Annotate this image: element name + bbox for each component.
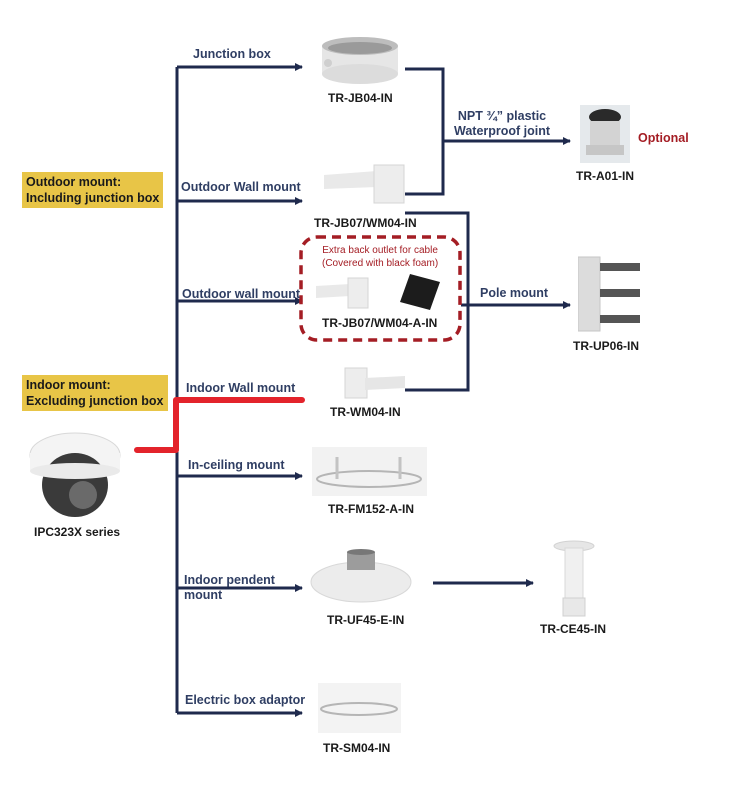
model-tr-uf45-e-in: TR-UF45-E-IN (327, 613, 405, 627)
foam-note-line1: Extra back outlet for cable (322, 245, 438, 256)
model-tr-fm152-a-in: TR-FM152-A-IN (328, 502, 414, 516)
waterproof-joint-icon (580, 105, 630, 163)
pole-mount-label: Pole mount (480, 286, 549, 300)
branch-label-electric-box: Electric box adaptor (185, 693, 306, 707)
waterproof-label-line1: NPT ¾” plastic (457, 109, 547, 123)
black-foam-icon (400, 274, 440, 310)
branch-label-pendent: Indoor pendent mount (184, 573, 275, 603)
junction-box-icon (322, 37, 398, 84)
branch-label-junction-box: Junction box (193, 47, 271, 61)
outdoor-category-line1: Outdoor mount: (26, 175, 122, 189)
outdoor-category-tag: Outdoor mount: Including junction box (22, 172, 164, 208)
model-tr-sm04-in: TR-SM04-IN (323, 741, 391, 755)
ceiling-mount-pole-icon (553, 540, 595, 617)
model-tr-ce45-in: TR-CE45-IN (540, 622, 607, 636)
waterproof-label-line2: Waterproof joint (454, 124, 551, 138)
branch-label-pendent-line2: mount (184, 588, 223, 602)
branch-label-in-ceiling: In-ceiling mount (188, 458, 285, 472)
indoor-category-tag: Indoor mount: Excluding junction box (22, 375, 168, 411)
foam-option-box (299, 235, 462, 342)
model-tr-jb04-in: TR-JB04-IN (328, 91, 393, 105)
electric-box-adaptor-icon (318, 683, 401, 733)
branch-label-indoor-wall: Indoor Wall mount (186, 381, 296, 395)
pole-mount-icon (578, 256, 640, 332)
branch-label-outdoor-wall: Outdoor Wall mount (181, 180, 301, 194)
indoor-category-line1: Indoor mount: (26, 378, 111, 392)
branch-label-outdoor-wall-a: Outdoor wall mount (182, 287, 301, 301)
wall-mount-icon (324, 164, 405, 204)
optional-badge: Optional (638, 131, 689, 145)
outdoor-category-line2: Including junction box (26, 191, 160, 205)
in-ceiling-mount-icon (312, 447, 427, 496)
foam-note: Extra back outlet for cable (Covered wit… (322, 244, 438, 270)
model-tr-up06-in: TR-UP06-IN (573, 339, 640, 353)
branch-label-pendent-line1: Indoor pendent (184, 573, 275, 587)
indoor-category-line2: Excluding junction box (26, 394, 164, 408)
model-tr-jb07-wm04-a-in: TR-JB07/WM04-A-IN (322, 316, 438, 330)
model-tr-a01-in: TR-A01-IN (576, 169, 635, 183)
indoor-wall-mount-icon (344, 367, 405, 399)
waterproof-bracket (405, 67, 445, 196)
wall-mount-with-foam-icon (316, 277, 369, 309)
pole-bracket (405, 211, 470, 392)
dome-camera-icon (29, 432, 121, 517)
camera-model: IPC323X series (34, 525, 121, 539)
waterproof-label: NPT ¾” plastic Waterproof joint (454, 109, 550, 139)
pendent-adapter-icon (310, 549, 412, 603)
model-tr-wm04-in: TR-WM04-IN (330, 405, 401, 419)
model-tr-jb07-wm04-in: TR-JB07/WM04-IN (314, 216, 417, 230)
foam-note-line2: (Covered with black foam) (322, 258, 439, 269)
highlight-path (134, 397, 305, 453)
